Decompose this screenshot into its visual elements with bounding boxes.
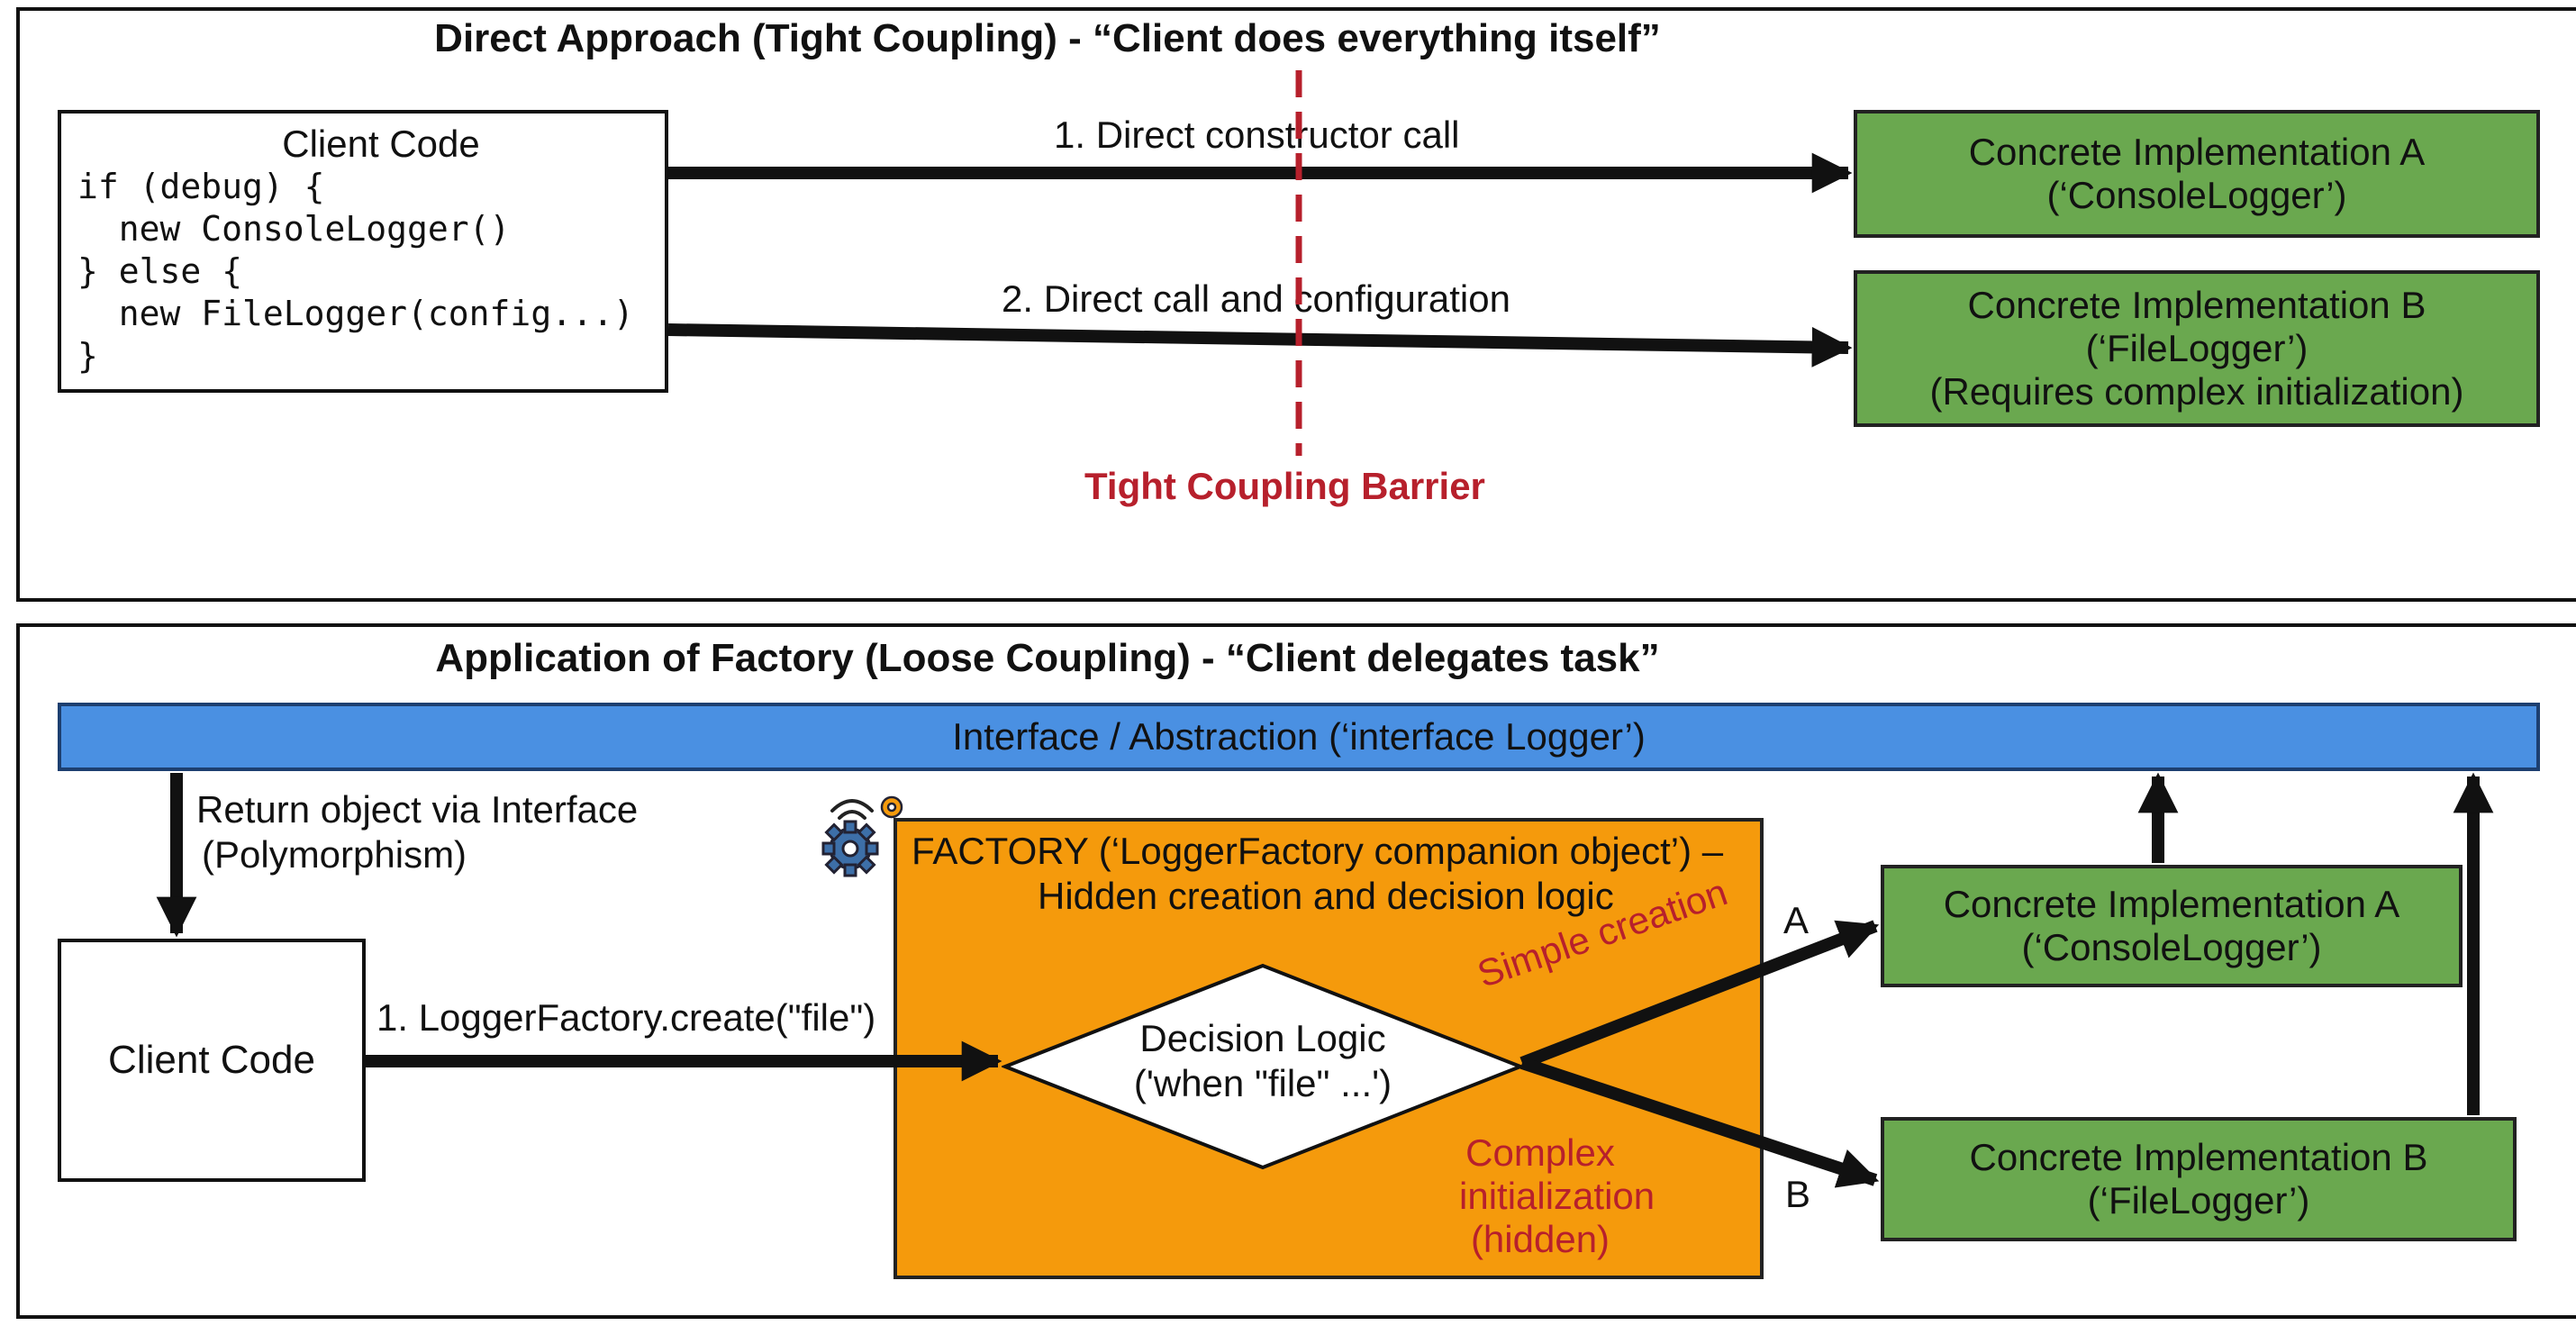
decision-logic-diamond bbox=[1002, 963, 1524, 1170]
code-line: if (debug) { bbox=[77, 167, 325, 206]
wifi-icon bbox=[830, 799, 874, 820]
impl-a-class: (‘ConsoleLogger’) bbox=[2046, 174, 2347, 216]
decision-logic-title: Decision Logic bbox=[1139, 1017, 1386, 1059]
impl-b-class: (‘FileLogger’) bbox=[2087, 1179, 2310, 1222]
direct-approach-title: Direct Approach (Tight Coupling) - “Clie… bbox=[434, 16, 1661, 60]
factory-title-line: Hidden creation and decision logic bbox=[1038, 875, 1614, 917]
impl-b-note: (Requires complex initialization) bbox=[1929, 370, 2464, 413]
bottom-client-code-box: Client Code bbox=[58, 939, 366, 1182]
top-client-code-box: Client Code if (debug) { new ConsoleLogg… bbox=[58, 110, 668, 393]
top-client-code-snippet: if (debug) { new ConsoleLogger() } else … bbox=[61, 166, 665, 377]
return-label-line: (Polymorphism) bbox=[202, 833, 467, 876]
code-line: new ConsoleLogger() bbox=[77, 209, 511, 249]
tight-coupling-barrier-label: Tight Coupling Barrier bbox=[1084, 465, 1485, 507]
impl-b-name: Concrete Implementation B bbox=[1969, 1136, 2428, 1178]
return-label-line: Return object via Interface bbox=[196, 788, 639, 831]
complex-line: (hidden) bbox=[1470, 1218, 1610, 1260]
complex-initialization-arrow bbox=[1519, 1057, 1880, 1188]
factory-title-line: FACTORY (‘LoggerFactory companion object… bbox=[912, 830, 1724, 872]
branch-b-label: B bbox=[1785, 1173, 1811, 1215]
factory-approach-title: Application of Factory (Loose Coupling) … bbox=[435, 636, 1660, 680]
impl-b-class: (‘FileLogger’) bbox=[2085, 327, 2308, 369]
gear-icon bbox=[821, 820, 879, 877]
factory-title: FACTORY (‘LoggerFactory companion object… bbox=[899, 829, 1762, 919]
top-client-code-title: Client Code bbox=[282, 123, 480, 165]
decision-logic-condition: ('when "file" ...') bbox=[1133, 1062, 1392, 1104]
impl-a-name: Concrete Implementation A bbox=[1943, 883, 2400, 925]
simple-creation-arrow bbox=[1519, 920, 1880, 1069]
impl-a-name: Concrete Implementation A bbox=[1968, 131, 2426, 173]
wifi-gear-icon bbox=[821, 795, 903, 877]
complex-line: Complex bbox=[1465, 1131, 1615, 1174]
factory-create-call-label: 1. LoggerFactory.create("file") bbox=[376, 996, 876, 1039]
small-gear-icon bbox=[880, 795, 903, 819]
direct-configuration-arrow bbox=[667, 323, 1853, 368]
decision-logic-label: Decision Logic ('when "file" ...') bbox=[1002, 1016, 1524, 1106]
interface-abstraction-bar: Interface / Abstraction (‘interface Logg… bbox=[58, 703, 2540, 771]
interface-abstraction-label: Interface / Abstraction (‘interface Logg… bbox=[952, 715, 1646, 758]
bottom-concrete-impl-b: Concrete Implementation B (‘FileLogger’) bbox=[1881, 1117, 2517, 1241]
direct-constructor-call-label: 1. Direct constructor call bbox=[1054, 114, 1460, 156]
impl-b-name: Concrete Implementation B bbox=[1967, 284, 2426, 326]
code-line: } else { bbox=[77, 251, 243, 291]
direct-call-configuration-label: 2. Direct call and configuration bbox=[1002, 277, 1510, 320]
top-concrete-impl-a: Concrete Implementation A (‘ConsoleLogge… bbox=[1854, 110, 2540, 238]
code-line: new FileLogger(config...) bbox=[77, 294, 634, 333]
bottom-concrete-impl-a: Concrete Implementation A (‘ConsoleLogge… bbox=[1881, 865, 2463, 987]
code-line: } bbox=[77, 336, 98, 376]
impl-a-class: (‘ConsoleLogger’) bbox=[2021, 926, 2322, 968]
bottom-client-code-title: Client Code bbox=[108, 1038, 315, 1082]
branch-a-label: A bbox=[1783, 899, 1810, 941]
return-via-interface-label: Return object via Interface (Polymorphis… bbox=[196, 787, 638, 877]
top-concrete-impl-b: Concrete Implementation B (‘FileLogger’)… bbox=[1854, 270, 2540, 427]
